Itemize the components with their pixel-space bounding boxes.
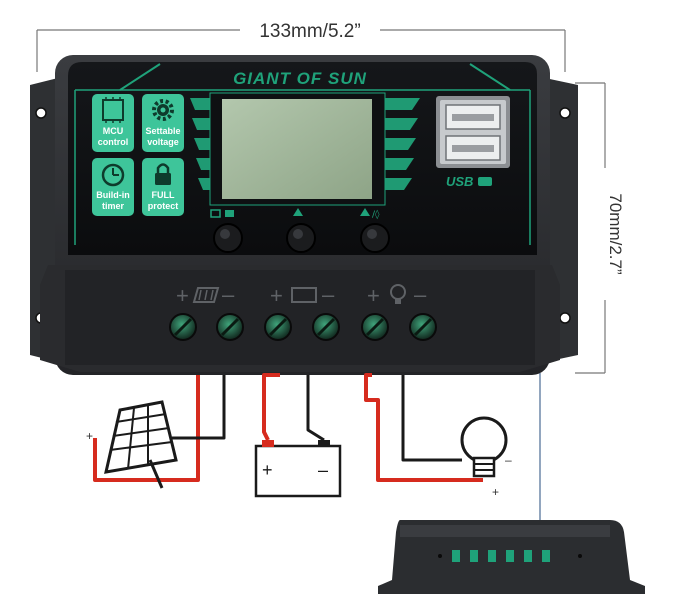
terminal-screw[interactable] (361, 313, 389, 341)
solar-wire-red (93, 375, 200, 482)
load-minus-sign: – (414, 282, 427, 307)
terminal-block: + – + – + – (40, 265, 560, 372)
terminal-screw[interactable] (169, 313, 197, 341)
battery-minus-sign: – (322, 282, 335, 307)
solar-panel-icon (192, 287, 220, 303)
feature-badge-voltage: Settable voltage (142, 94, 184, 152)
battery-icon (291, 287, 317, 303)
lock-icon (155, 163, 171, 185)
feature-label-line1: FULL (152, 190, 175, 200)
battery-plus-sign: + (270, 283, 283, 308)
clock-icon (101, 163, 125, 187)
solar-terminal-label: + – (176, 282, 235, 308)
button-highlight (367, 229, 377, 239)
feature-label-line2: protect (148, 201, 179, 211)
feature-label-line2: timer (102, 201, 125, 211)
battery-mode-icon (225, 210, 234, 217)
solar-wire-black (172, 375, 226, 440)
feature-label-line1: Settable (145, 126, 180, 136)
terminal-screw[interactable] (312, 313, 340, 341)
brand-name: GIANT OF SUN (233, 69, 367, 88)
terminal-screws (169, 313, 437, 341)
light-bulb-icon: – + (460, 416, 512, 499)
load-wire-black (401, 375, 462, 462)
feature-label-line2: voltage (147, 137, 179, 147)
button-highlight (293, 229, 303, 239)
bulb-icon (390, 284, 406, 304)
usb-label: USB (446, 174, 473, 189)
feature-label-line1: MCU (103, 126, 124, 136)
button-highlight (220, 229, 230, 239)
battery-minus-sign: – (318, 460, 328, 480)
terminal-screw[interactable] (409, 313, 437, 341)
panel-plus-sign: + (86, 429, 93, 443)
width-dimension: 133mm/5.2” (36, 21, 566, 72)
feature-badge-protect: FULL protect (142, 158, 184, 216)
terminal-screw[interactable] (216, 313, 244, 341)
usb-ports: USB (436, 96, 510, 189)
battery-wire-red (262, 373, 280, 441)
battery-terminal-label: + – (270, 282, 335, 308)
up-arrow-icon (293, 208, 303, 216)
battery-icon: + – (254, 440, 342, 498)
lcd-mode-icon (210, 209, 221, 218)
feature-badge-timer: Build-in timer (92, 158, 134, 216)
feature-label-line1: Build-in (96, 190, 130, 200)
height-label: 70mm/2.7” (606, 193, 625, 275)
up-arrow-icon (360, 208, 370, 216)
usb-icon: USB (446, 174, 492, 189)
battery-plus-sign: + (262, 460, 273, 480)
load-plus-sign: + (492, 485, 499, 499)
solar-minus-sign: – (222, 282, 235, 307)
solar-plus-sign: + (176, 283, 189, 308)
feature-label-line2: control (98, 137, 129, 147)
load-plus-sign: + (367, 283, 380, 308)
controller-side-view (378, 520, 645, 594)
wiring-diagram (93, 373, 541, 520)
solar-panel-icon: + (86, 400, 178, 489)
height-dimension: 70mm/2.7” (575, 82, 625, 374)
width-label: 133mm/5.2” (259, 21, 360, 42)
load-terminal-label: + – (367, 282, 427, 308)
bulb-mode-icon: /◊ (372, 209, 380, 220)
lcd-screen (222, 99, 372, 199)
battery-wire-black (306, 375, 325, 442)
load-minus-sign: – (505, 453, 512, 467)
load-wire-red (364, 373, 483, 482)
gear-icon (152, 99, 174, 121)
feature-badge-mcu: MCU control (92, 94, 134, 152)
terminal-screw[interactable] (264, 313, 292, 341)
